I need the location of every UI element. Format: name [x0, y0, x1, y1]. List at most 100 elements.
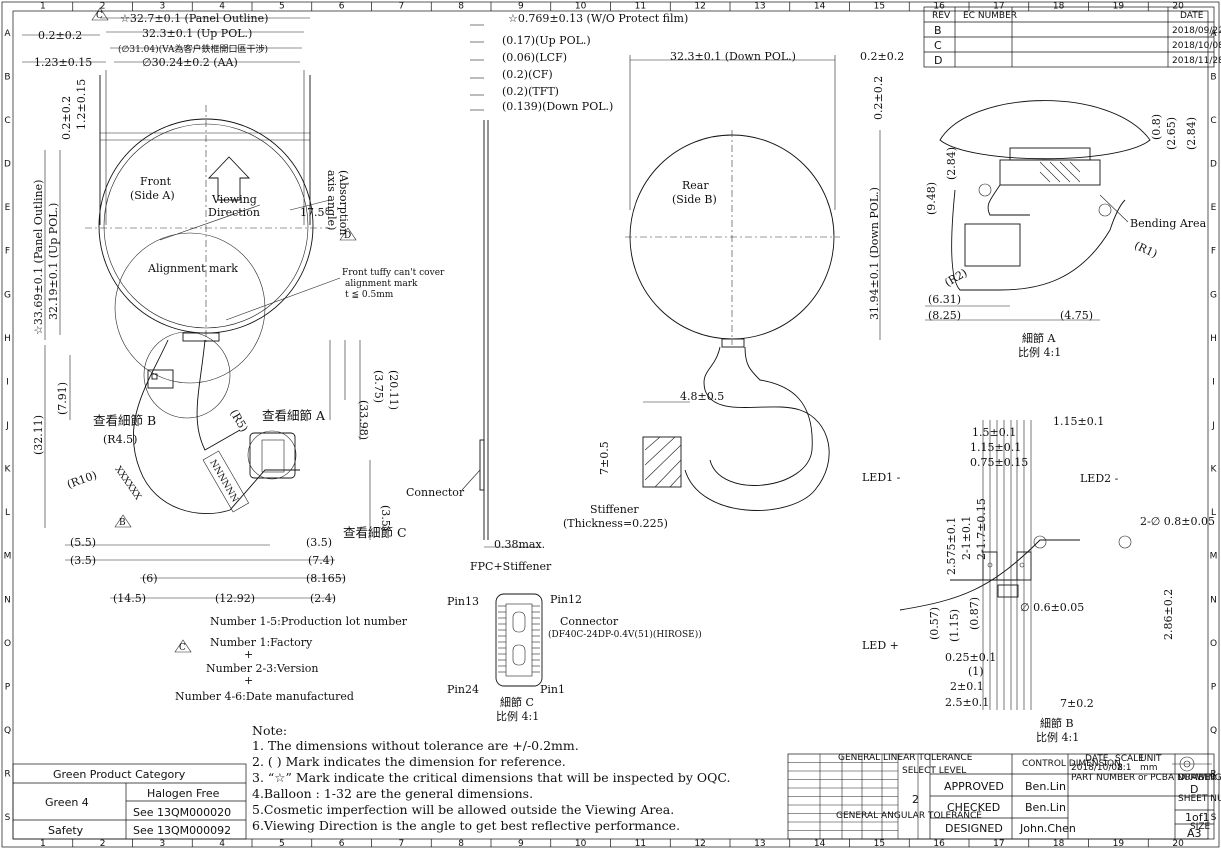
da-2.84-b: (2.84): [1185, 117, 1198, 150]
da-4.75: (4.75): [1060, 309, 1093, 322]
frame-column-label: 9: [518, 839, 524, 849]
detail-a: (9.48) (2.84) (0.8) (2.65) (2.84) Bendin…: [925, 100, 1207, 359]
approved-label: APPROVED: [944, 780, 1004, 793]
stiffener-width: 4.8±0.5: [680, 390, 724, 403]
led-plus-label: LED +: [862, 639, 899, 652]
frame-column-label: 14: [814, 839, 826, 849]
frame-row-label: A: [1210, 29, 1217, 39]
angle-label: 17.5°: [300, 206, 330, 219]
stiffener-height: 7±0.5: [598, 441, 611, 475]
notes-title: Note:: [252, 723, 287, 738]
frame-column-label: 16: [933, 2, 945, 12]
frame-column-label: 6: [339, 839, 345, 849]
da-2.65: (2.65): [1165, 117, 1178, 150]
frame-column-label: 10: [575, 839, 587, 849]
db-0.75: 0.75±0.15: [970, 456, 1028, 469]
frame-column-label: 2: [100, 2, 106, 12]
sheet-value: 1of1: [1185, 811, 1210, 824]
bdim-3.5-a: (3.5): [70, 554, 96, 567]
db-1.15-a: 1.15±0.1: [1053, 415, 1104, 428]
svg-text:NNNNNN: NNNNNN: [207, 458, 239, 504]
down-pol-height: 31.94±0.1 (Down POL.): [868, 187, 881, 320]
frame-column-label: 7: [399, 2, 405, 12]
tuffy-note-2: alignment mark: [345, 279, 418, 289]
frame-row-label: J: [5, 421, 9, 431]
led2-label: LED2 -: [1080, 472, 1119, 485]
frame-column-label: 1: [40, 2, 46, 12]
detail-b-title: 細節 B: [1040, 716, 1074, 730]
frame-column-label: 3: [160, 2, 166, 12]
layer-up-pol: (0.17)(Up POL.): [502, 34, 591, 47]
bdim-3.5-b: (3.5): [306, 536, 332, 549]
pin24-label: Pin24: [447, 683, 479, 696]
frame-row-label: J: [1211, 421, 1215, 431]
bdim-5.5: (5.5): [70, 536, 96, 549]
frame-column-label: 17: [993, 2, 1004, 12]
detail-a-reference: 查看細節 A: [262, 408, 326, 423]
rear-dim-right: 0.2±0.2: [860, 50, 904, 63]
frame-column-label: 10: [575, 2, 587, 12]
db-1: (1): [968, 665, 984, 678]
da-2.84-a: (2.84): [945, 147, 958, 180]
stiffener-label: Stiffener: [590, 503, 639, 516]
frame-row-label: K: [5, 465, 12, 475]
stiffener-thickness: (Thickness=0.225): [563, 517, 668, 530]
front-label: Front: [140, 175, 172, 188]
dim-1.23: 1.23±0.15: [34, 56, 92, 69]
frame-column-label: 7: [399, 839, 405, 849]
frame-row-label: B: [4, 72, 10, 82]
side-a-label: (Side A): [130, 189, 175, 202]
frame-row-label: D: [1210, 160, 1217, 170]
frame-row-label: H: [4, 334, 11, 344]
frame-row-label: E: [1211, 203, 1217, 213]
db-d0.6: ∅ 0.6±0.05: [1020, 601, 1084, 614]
frame-column-label: 13: [754, 2, 765, 12]
bdim-6: (6): [142, 572, 158, 585]
note-2: 2. ( ) Mark indicates the dimension for …: [252, 754, 566, 769]
frame-row-label: N: [4, 595, 11, 605]
db-1.15-b: 1.15±0.1: [970, 441, 1021, 454]
note-1: 1. The dimensions without tolerance are …: [252, 738, 579, 753]
bdim-7.4: (7.4): [308, 554, 334, 567]
size-value: A3: [1187, 827, 1202, 840]
safety-ref: See 13QM000092: [133, 824, 231, 837]
frame-row-label: S: [5, 813, 11, 823]
size-label: SIZE: [1190, 822, 1211, 832]
date-manufactured-note: Number 4-6:Date manufactured: [175, 690, 354, 703]
frame-column-label: 15: [874, 2, 885, 12]
db-2.575: 2.575±0.1: [945, 517, 958, 575]
frame-row-label: G: [4, 290, 11, 300]
frame-row-label: M: [4, 552, 12, 562]
rev-d: D: [934, 54, 942, 67]
side-view: ☆0.769±0.13 (W/O Protect film) (0.17)(Up…: [406, 12, 688, 573]
frame-row-label: P: [5, 682, 11, 692]
pin12-label: Pin12: [550, 593, 582, 606]
db-2-1.7: 2-1.7±0.15: [975, 498, 988, 560]
bending-area: Bending Area: [1130, 217, 1207, 230]
frame-row-label: K: [1211, 465, 1218, 475]
frame-column-label: 18: [1053, 2, 1065, 12]
halogen-ref: See 13QM000020: [133, 806, 231, 819]
detail-b-scale: 比例 4:1: [1036, 730, 1079, 744]
pin13-label: Pin13: [447, 595, 479, 608]
radius-10: (R10): [65, 468, 98, 491]
frame-column-label: 8: [458, 2, 464, 12]
layer-cf: (0.2)(CF): [502, 68, 553, 81]
frame-column-label: 8: [458, 839, 464, 849]
bdim-12.92: (12.92): [215, 592, 255, 605]
frame-column-label: 12: [694, 2, 705, 12]
db-2-d0.8: 2-∅ 0.8±0.05: [1140, 515, 1215, 528]
da-r2: (R2): [942, 266, 969, 289]
up-pol-width: 32.3±0.1 (Up POL.): [142, 27, 252, 40]
da-6.31: (6.31): [928, 293, 961, 306]
rear-view: 32.3±0.1 (Down POL.) 0.2±0.2 0.2±0.2 Rea…: [563, 50, 904, 530]
frame-column-label: 1: [40, 839, 46, 849]
direction-label: Direction: [208, 206, 260, 219]
rev-b: B: [934, 24, 942, 37]
radius-5: (R5): [227, 407, 250, 434]
frame-row-label: E: [5, 203, 11, 213]
designed-name: John.Chen: [1019, 822, 1076, 835]
bdim-14.5: (14.5): [113, 592, 146, 605]
frame-column-label: 3: [160, 839, 166, 849]
frame-row-label: S: [1211, 813, 1217, 823]
